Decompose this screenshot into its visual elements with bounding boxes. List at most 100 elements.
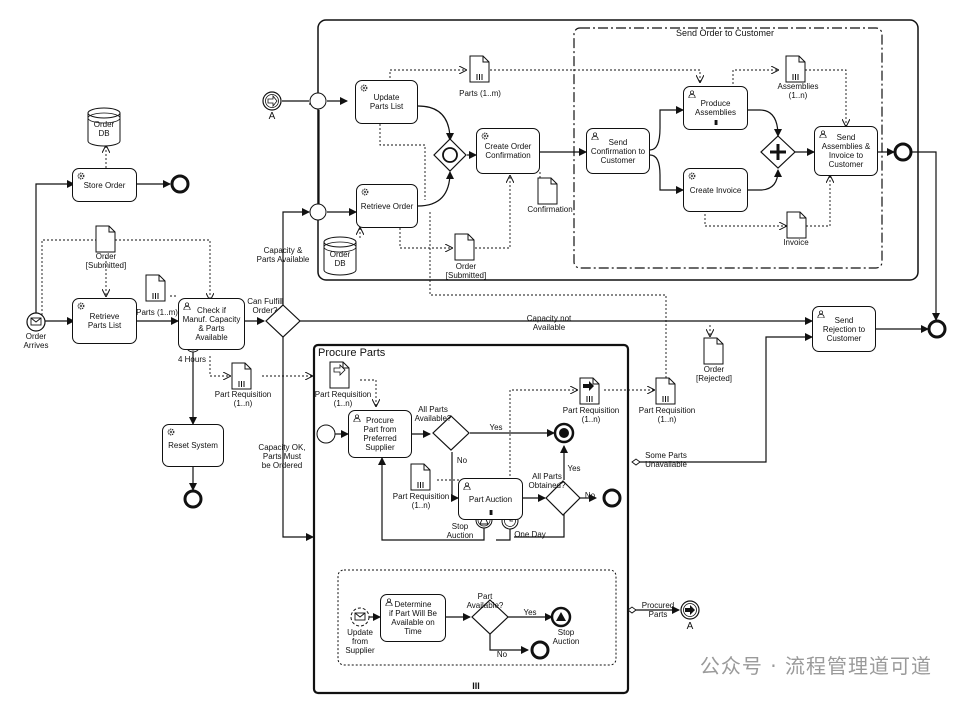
task-label: Create Invoice (689, 185, 742, 195)
parts-top-doc (469, 55, 490, 83)
order-db-top (87, 107, 121, 147)
task-label: Retrieve Parts List (87, 312, 122, 330)
label-capacity-not-available: Capacity not Available (526, 314, 572, 332)
task-label: Reset System (168, 441, 218, 450)
gear-icon (361, 188, 369, 196)
link-catch-event-a (262, 91, 282, 111)
sequence-flows (35, 97, 940, 654)
user-icon (819, 130, 827, 138)
label-no-3: No (496, 650, 508, 659)
task-label: Produce Assemblies (695, 99, 736, 117)
task-label: Determine if Part Will Be Available on T… (388, 600, 437, 636)
task-label: Send Assemblies & Invoice to Customer (821, 133, 871, 169)
label-update-from-supplier: Update from Supplier (345, 628, 375, 655)
data-associations (41, 70, 846, 486)
label-link-a-top: A (268, 111, 276, 122)
send-order-title: Send Order to Customer (676, 28, 775, 38)
invoice-doc (786, 211, 807, 239)
task-retrieve-order[interactable]: Retrieve Order (356, 184, 418, 228)
label-yes-3: Yes (523, 608, 537, 617)
task-retrieve-parts-list[interactable]: Retrieve Parts List (72, 298, 137, 344)
label-can-fulfill: Can Fulfill Order? (247, 297, 283, 315)
label-no-2: No (584, 491, 596, 500)
procure-parts-subprocess (312, 343, 630, 695)
small-diamond-2 (627, 606, 637, 614)
small-diamond-1 (631, 458, 641, 466)
start-event-upper (309, 92, 327, 110)
gateway-all-parts-available (432, 415, 470, 451)
gear-icon (360, 84, 368, 92)
update-from-supplier-event (350, 607, 370, 627)
task-check-capacity[interactable]: Check if Manuf. Capacity & Parts Availab… (178, 298, 245, 350)
label-assemblies: Assemblies (1..n) (777, 82, 819, 100)
multi-instance-marker: III (714, 120, 718, 127)
user-icon (385, 598, 393, 606)
label-some-parts-unavailable: Some Parts Unavailable (645, 451, 687, 469)
user-icon (463, 482, 471, 490)
parts-left-doc (145, 274, 166, 302)
gear-icon (688, 172, 696, 180)
task-label: Send Rejection to Customer (822, 315, 866, 343)
part-req-5-doc (410, 463, 431, 491)
part-req-3-doc (579, 377, 600, 405)
order-rejected-doc (703, 337, 724, 365)
task-reset-system[interactable]: Reset System (162, 424, 224, 467)
gear-icon (167, 428, 175, 436)
label-link-a-bottom: A (686, 621, 694, 632)
terminate-end-event (553, 422, 575, 444)
user-icon (353, 414, 361, 422)
task-label: Store Order (83, 180, 126, 190)
stop-auction-end-event (550, 606, 572, 628)
label-confirmation: Confirmation (527, 205, 573, 214)
confirmation-doc (537, 177, 558, 205)
task-create-invoice[interactable]: Create Invoice (683, 168, 748, 212)
task-label: Check if Manuf. Capacity & Parts Availab… (182, 306, 241, 342)
label-part-req-2: Part Requisition (1..n) (314, 390, 372, 408)
order-arrives-event (26, 312, 46, 332)
order-submitted-top-doc (95, 225, 116, 253)
label-stop-auction-2: Stop Auction (552, 628, 580, 646)
end-event-send-order (893, 142, 913, 162)
end-event-part-no (530, 640, 550, 660)
gateway-part-available (471, 599, 509, 635)
end-event-reset (183, 489, 203, 509)
order-db-mid (323, 236, 357, 276)
task-label: Update Parts List (369, 93, 404, 111)
task-send-confirmation[interactable]: Send Confirmation to Customer (586, 128, 650, 174)
task-label: Create Order Confirmation (484, 142, 532, 160)
link-throw-event-a (680, 600, 700, 620)
start-event-lower (309, 203, 327, 221)
end-event-no (602, 488, 622, 508)
end-event-right (927, 319, 947, 339)
event-subprocess (337, 569, 617, 666)
gateway-event-based (433, 138, 467, 172)
label-order-submitted-top: Order [Submitted] (85, 252, 127, 270)
task-label: Retrieve Order (360, 201, 414, 211)
label-procured-parts: Procured Parts (641, 601, 675, 619)
task-update-parts-list[interactable]: Update Parts List (355, 80, 418, 124)
task-send-rejection[interactable]: Send Rejection to Customer (812, 306, 876, 352)
label-order-arrives: Order Arrives (23, 332, 49, 350)
procure-multi-instance-marker: III (472, 681, 480, 691)
multi-instance-marker: III (489, 510, 493, 517)
gear-icon (77, 302, 85, 310)
task-procure-part[interactable]: Procure Part from Preferred Supplier (348, 410, 412, 458)
send-order-pool (317, 19, 919, 281)
label-all-parts-available: All Parts Available? (414, 405, 452, 423)
task-send-assemblies[interactable]: Send Assemblies & Invoice to Customer (814, 126, 878, 176)
part-req-1-doc (231, 362, 252, 390)
task-produce-assemblies[interactable]: Produce Assemblies III (683, 86, 748, 130)
task-label: Procure Part from Preferred Supplier (363, 416, 397, 452)
task-store-order[interactable]: Store Order (72, 168, 137, 202)
end-event-store (170, 174, 190, 194)
user-icon (183, 302, 191, 310)
assemblies-doc (785, 55, 806, 83)
label-yes-1: Yes (489, 423, 503, 432)
label-order-db-mid: Order DB (329, 250, 351, 268)
task-determine-part[interactable]: Determine if Part Will Be Available on T… (380, 594, 446, 642)
label-four-hours: 4 Hours (177, 355, 206, 364)
task-part-auction[interactable]: Part Auction III (458, 478, 523, 520)
gateway-can-fulfill (265, 304, 301, 338)
task-create-order-confirmation[interactable]: Create Order Confirmation (476, 128, 540, 174)
user-icon (817, 310, 825, 318)
